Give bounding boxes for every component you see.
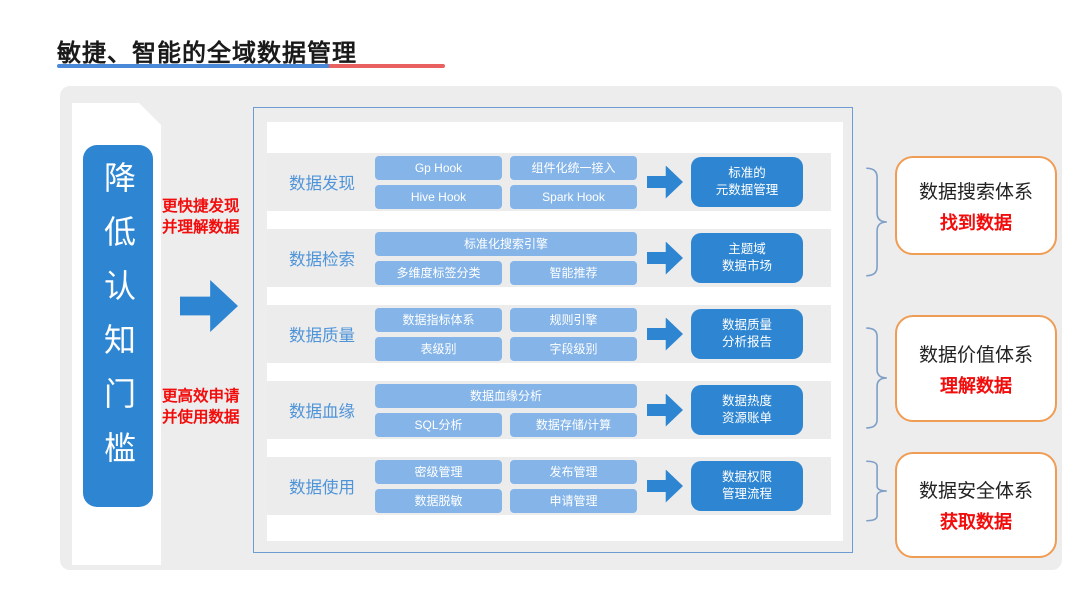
capability-chip: 发布管理 (510, 459, 637, 484)
capability-chip: 密级管理 (375, 459, 502, 484)
outcome-subtitle: 找到数据 (940, 212, 1012, 233)
result-box: 标准的 元数据管理 (691, 157, 803, 207)
capability-chip: 数据血缘分析 (375, 383, 637, 408)
outcome-title: 数据搜索体系 (918, 181, 1033, 203)
note-discover-understand: 更快捷发现 并理解数据 (162, 198, 240, 236)
capability-chip: 多维度标签分类 (375, 260, 502, 285)
capability-chip: 表级别 (375, 336, 502, 361)
row-label: 数据检索 (289, 251, 355, 269)
outcome-box-security-system: 数据安全体系 获取数据 (895, 452, 1057, 558)
row-button-grid: 密级管理发布管理数据脱敏申请管理 (375, 459, 637, 513)
arrow-right-icon (647, 393, 683, 427)
result-box: 数据热度 资源账单 (691, 385, 803, 435)
matrix-row: 数据检索 标准化搜索引擎多维度标签分类智能推荐 主题域 数据市场 (267, 229, 831, 287)
outcome-title: 数据价值体系 (918, 344, 1033, 366)
result-box: 主题域 数据市场 (691, 233, 803, 283)
capability-chip: Hive Hook (375, 184, 502, 209)
brace-icon (863, 326, 889, 430)
capability-chip: 规则引擎 (510, 307, 637, 332)
matrix-row: 数据血缘 数据血缘分析 SQL分析数据存储/计算 数据热度 资源账单 (267, 381, 831, 439)
pillar-lower-cognitive-threshold: 降低认知门槛 (83, 145, 153, 507)
row-label: 数据使用 (289, 479, 355, 497)
arrow-right-icon (647, 469, 683, 503)
matrix-row: 数据发现 Gp Hook 组件化统一接入 Hive Hook Spark Hook 标准的… (267, 153, 831, 211)
page-title: 敏捷、智能的全域数据管理 (57, 40, 357, 67)
matrix-rows: 数据发现 Gp Hook 组件化统一接入 Hive Hook Spark Hook 标准的… (267, 153, 843, 515)
arrow-right-icon (647, 165, 683, 199)
capability-chip: SQL分析 (375, 412, 502, 437)
capability-chip: 字段级别 (510, 336, 637, 361)
outcome-subtitle: 获取数据 (940, 512, 1012, 532)
result-box: 数据质量 分析报告 (691, 309, 803, 359)
outcome-subtitle: 理解数据 (940, 375, 1012, 396)
capability-matrix-inner: 数据发现 Gp Hook 组件化统一接入 Hive Hook Spark Hook 标准的… (267, 122, 843, 541)
note-apply-use: 更高效申请 并使用数据 (162, 388, 240, 426)
arrow-right-icon (647, 317, 683, 351)
capability-chip: 智能推荐 (510, 260, 637, 285)
capability-matrix-panel: 数据发现 Gp Hook 组件化统一接入 Hive Hook Spark Hook 标准的… (253, 107, 853, 553)
row-button-grid: 标准化搜索引擎多维度标签分类智能推荐 (375, 231, 637, 285)
row-label: 数据血缘 (289, 403, 355, 421)
arrow-right-icon (647, 241, 683, 275)
capability-chip: 标准化搜索引擎 (375, 231, 637, 256)
capability-chip: 数据存储/计算 (510, 412, 637, 437)
row-label: 数据质量 (289, 327, 355, 345)
outcome-box-search-system: 数据搜索体系 找到数据 (895, 156, 1057, 255)
capability-chip: 数据脱敏 (375, 488, 502, 513)
capability-chip: 申请管理 (510, 488, 637, 513)
row-label: 数据发现 (289, 175, 355, 193)
title-underline-blue (57, 64, 329, 68)
matrix-row: 数据质量 数据指标体系规则引擎表级别字段级别 数据质量 分析报告 (267, 305, 831, 363)
brace-icon (863, 166, 889, 278)
outcome-box-value-system: 数据价值体系 理解数据 (895, 315, 1057, 422)
capability-chip: Spark Hook (510, 184, 637, 209)
outcome-title: 数据安全体系 (918, 481, 1033, 502)
row-button-grid: 数据血缘分析 SQL分析数据存储/计算 (375, 383, 637, 437)
result-box: 数据权限 管理流程 (691, 461, 803, 511)
capability-chip: Gp Hook (375, 155, 502, 180)
row-button-grid: 数据指标体系规则引擎表级别字段级别 (375, 307, 637, 361)
title-underline (57, 64, 445, 68)
row-button-grid: Gp Hook 组件化统一接入 Hive Hook Spark Hook (375, 155, 637, 209)
matrix-row: 数据使用 密级管理发布管理数据脱敏申请管理 数据权限 管理流程 (267, 457, 831, 515)
capability-chip: 组件化统一接入 (510, 155, 637, 180)
title-underline-red (329, 64, 445, 68)
capability-chip: 数据指标体系 (375, 307, 502, 332)
brace-icon (863, 460, 889, 522)
